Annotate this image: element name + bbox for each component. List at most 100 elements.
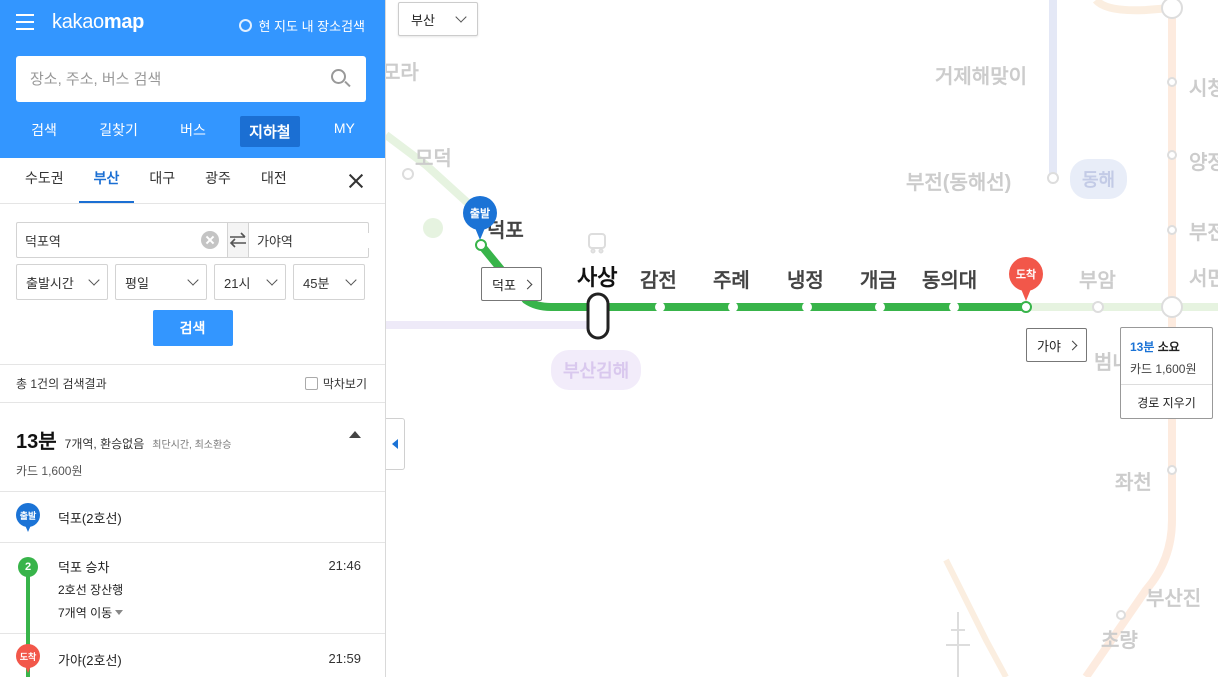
station-label: 시청 <box>1189 78 1218 100</box>
city-tab-gwangju[interactable]: 광주 <box>205 170 231 186</box>
board-time: 21:46 <box>328 558 361 573</box>
departure-field <box>17 223 227 257</box>
route-stops: 7개역, 환승없음 <box>64 437 145 451</box>
chevron-down-icon <box>266 274 278 286</box>
area-search-toggle[interactable]: 현 지도 내 장소검색 <box>239 16 365 35</box>
end-time: 21:59 <box>328 651 361 666</box>
board-text: 덕포 승차 <box>58 560 110 575</box>
station-label: 부산진 <box>1146 588 1202 610</box>
end-station-callout[interactable]: 가야 <box>1026 328 1087 362</box>
menu-icon[interactable] <box>16 14 34 30</box>
clear-route-button[interactable]: 경로 지우기 <box>1137 395 1196 410</box>
hour-value: 21시 <box>224 275 251 291</box>
tab-directions[interactable]: 길찾기 <box>99 122 138 138</box>
time-type-value: 출발시간 <box>26 275 74 291</box>
subway-map[interactable]: 부산 모라 모덕 거제해맞이 부전(동해선) 부암 시청 양정 부전 서면 범내… <box>386 0 1218 677</box>
start-pin-icon: 출발 <box>16 503 40 533</box>
day-type-select[interactable]: 평일 <box>115 264 207 300</box>
search-box <box>16 56 366 102</box>
info-fare: 카드 1,600원 <box>1130 362 1197 376</box>
chevron-down-icon <box>345 274 357 286</box>
station-fields <box>16 222 385 258</box>
station-label: 모라 <box>386 62 419 84</box>
last-train-toggle[interactable]: 막차보기 <box>304 375 367 392</box>
search-icon[interactable] <box>330 68 352 90</box>
donghae-line-tag: 동해 <box>1070 159 1128 199</box>
swap-stations-button[interactable] <box>227 223 249 257</box>
station-label: 감전 <box>640 270 677 292</box>
tab-my[interactable]: MY <box>333 120 355 136</box>
station-label: 주례 <box>713 270 750 292</box>
station-label: 동의대 <box>922 270 978 292</box>
start-station: 덕포(2호선) <box>58 511 122 526</box>
region-value: 부산 <box>411 12 435 28</box>
route-form: 출발시간 평일 21시 45분 검색 <box>0 204 385 365</box>
arrival-input[interactable] <box>257 232 385 248</box>
end-station: 가야(2호선) <box>58 653 122 668</box>
start-station-callout[interactable]: 덕포 <box>481 267 542 301</box>
info-suffix: 소요 <box>1157 340 1180 354</box>
kakaomap-logo[interactable]: kakaomap <box>52 11 145 33</box>
chevron-down-icon <box>187 274 199 286</box>
minute-select[interactable]: 45분 <box>293 264 365 300</box>
step-end: 도착 가야(2호선) 21:59 <box>0 634 385 677</box>
station-label: 초량 <box>1101 630 1138 652</box>
route-duration: 13분 <box>16 431 57 453</box>
station-label: 양정 <box>1189 152 1218 174</box>
tab-search[interactable]: 검색 <box>31 122 57 138</box>
chevron-right-icon <box>1067 340 1078 350</box>
area-search-label: 현 지도 내 장소검색 <box>258 19 365 34</box>
map-start-pin[interactable]: 출발 <box>463 196 497 242</box>
step-start: 출발 덕포(2호선) <box>0 492 385 543</box>
start-station-label: 덕포 <box>487 220 524 242</box>
arrival-field <box>249 223 385 257</box>
top-bar: kakaomap 현 지도 내 장소검색 검색 길찾기 버스 지하철 MY <box>0 0 385 158</box>
current-station-label: 사상 <box>577 265 618 290</box>
end-pin-icon: 도착 <box>16 644 40 674</box>
station-label: 부암 <box>1079 270 1116 292</box>
line2-bar <box>26 567 30 677</box>
city-tab-daejeon[interactable]: 대전 <box>260 170 287 186</box>
route-summary[interactable]: 13분 7개역, 환승없음 최단시간, 최소환승 카드 1,600원 <box>0 403 385 492</box>
result-count-text: 총 1건의 검색결과 <box>16 377 107 391</box>
time-type-select[interactable]: 출발시간 <box>16 264 108 300</box>
clear-departure-icon[interactable] <box>201 231 219 249</box>
chevron-down-icon <box>88 274 100 286</box>
station-label: 개금 <box>860 270 897 292</box>
tab-bus[interactable]: 버스 <box>180 122 206 138</box>
tab-subway[interactable]: 지하철 <box>240 116 300 147</box>
departure-input[interactable] <box>25 232 201 248</box>
last-train-checkbox[interactable] <box>304 377 318 390</box>
callout-label: 가야 <box>1037 338 1061 354</box>
search-input[interactable] <box>30 70 330 88</box>
map-end-pin[interactable]: 도착 <box>1009 257 1043 303</box>
day-type-value: 평일 <box>125 275 149 291</box>
move-toggle[interactable]: 7개역 이동 <box>58 604 124 621</box>
gimhae-line-tag: 부산김해 <box>551 350 642 390</box>
route-fare: 카드 1,600원 <box>16 464 83 478</box>
city-tab-seoul[interactable]: 수도권 <box>25 170 64 186</box>
direction-text: 2호선 장산행 <box>58 583 124 597</box>
side-panel: kakaomap 현 지도 내 장소검색 검색 길찾기 버스 지하철 MY 수도… <box>0 0 386 677</box>
station-label: 모덕 <box>415 148 452 170</box>
hour-select[interactable]: 21시 <box>214 264 286 300</box>
last-train-label: 막차보기 <box>322 377 367 391</box>
line2-badge: 2 <box>18 557 38 577</box>
close-icon[interactable] <box>347 172 365 190</box>
minute-value: 45분 <box>303 275 330 291</box>
station-label: 거제해맞이 <box>935 66 1027 88</box>
route-info-box: 13분 소요 카드 1,600원 경로 지우기 <box>1120 327 1213 419</box>
panel-collapse-button[interactable] <box>386 418 405 470</box>
callout-label: 덕포 <box>492 277 516 293</box>
result-count-bar: 총 1건의 검색결과 막차보기 <box>0 365 385 403</box>
collapse-left-icon <box>392 439 398 449</box>
route-search-button[interactable]: 검색 <box>152 310 233 346</box>
collapse-icon[interactable] <box>349 431 361 438</box>
subway-lines <box>386 0 1218 677</box>
station-label: 부전 <box>1189 222 1218 244</box>
city-tab-busan[interactable]: 부산 <box>78 168 135 203</box>
route-tags: 최단시간, 최소환승 <box>152 440 232 451</box>
region-select[interactable]: 부산 <box>398 2 478 36</box>
city-tab-daegu[interactable]: 대구 <box>149 170 176 186</box>
radio-icon <box>239 19 253 32</box>
